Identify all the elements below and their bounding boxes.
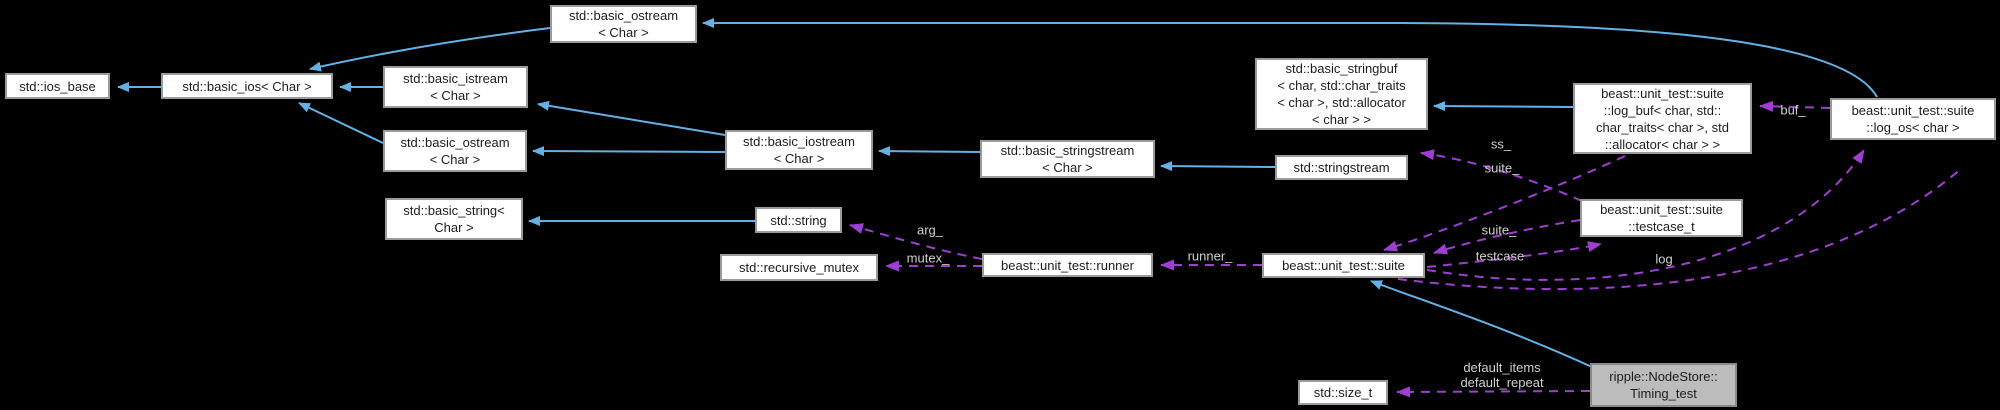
edge-usage-runner-to-string-arg bbox=[849, 223, 983, 260]
node-std-basic-ios[interactable]: std::basic_ios< Char > bbox=[161, 73, 333, 99]
edge-usage-suite-to-logos-log-lower bbox=[1397, 167, 1963, 291]
node-std-basic-ostream-mid[interactable]: std::basic_ostream < Char > bbox=[383, 130, 527, 172]
edge-inherit-bss-to-iostream bbox=[878, 146, 981, 157]
edge-label-log: log bbox=[1655, 251, 1673, 267]
edge-inherit-logos-to-ostreamtop bbox=[702, 18, 1878, 98]
node-suite-log-os[interactable]: beast::unit_test::suite ::log_os< char > bbox=[1830, 98, 1996, 140]
edge-usage-suite-to-logos-log bbox=[1426, 149, 1865, 281]
node-std-stringstream[interactable]: std::stringstream bbox=[1275, 155, 1408, 180]
edge-label-buf: buf_ bbox=[1780, 102, 1806, 118]
edge-label-default-items-repeat: default_items default_repeat bbox=[1460, 360, 1544, 390]
node-std-basic-ostream-top[interactable]: std::basic_ostream < Char > bbox=[550, 5, 697, 43]
node-std-string[interactable]: std::string bbox=[755, 207, 842, 233]
edge-usage-testcaset-to-stringstream-ss bbox=[1420, 149, 1583, 202]
node-std-basic-string[interactable]: std::basic_string< Char > bbox=[385, 198, 523, 240]
node-std-basic-stringbuf[interactable]: std::basic_stringbuf < char, std::char_t… bbox=[1255, 58, 1428, 130]
edge-usage-logos-to-logbuf-buf bbox=[1759, 100, 1831, 112]
edge-label-arg: arg_ bbox=[916, 222, 944, 238]
edge-label-suite-upper: suite_ bbox=[1484, 160, 1520, 176]
edge-usage-timingtest-to-sizet bbox=[1396, 386, 1591, 398]
edge-inherit-iostream-to-istream bbox=[537, 100, 726, 136]
edge-usage-logbuf-to-suite-upper bbox=[1383, 155, 1626, 252]
node-beast-unit-test-runner[interactable]: beast::unit_test::runner bbox=[982, 253, 1153, 277]
edge-inherit-iostream-to-ostreammid bbox=[532, 146, 726, 157]
node-std-basic-iostream[interactable]: std::basic_iostream < Char > bbox=[725, 130, 873, 170]
node-std-recursive-mutex[interactable]: std::recursive_mutex bbox=[720, 254, 878, 281]
edge-label-runner: runner_ bbox=[1187, 248, 1233, 264]
edge-label-ss: ss_ bbox=[1490, 136, 1512, 152]
edge-label-testcase: testcase bbox=[1475, 248, 1525, 264]
node-suite-log-buf[interactable]: beast::unit_test::suite ::log_buf< char,… bbox=[1573, 83, 1752, 154]
node-ripple-nodestore-timing-test: ripple::NodeStore:: Timing_test bbox=[1590, 363, 1737, 407]
edge-label-mutex: mutex_ bbox=[906, 250, 950, 266]
edge-usage-testcaset-to-suite-lower bbox=[1433, 219, 1581, 255]
node-std-ios-base[interactable]: std::ios_base bbox=[5, 73, 110, 99]
node-std-basic-istream[interactable]: std::basic_istream < Char > bbox=[383, 66, 528, 108]
edge-inherit-sstream-to-bss bbox=[1160, 161, 1276, 172]
edge-inherit-timingtest-to-suite bbox=[1370, 280, 1593, 368]
edge-inherit-ostreammid-to-basicios bbox=[298, 102, 384, 144]
edge-usage-suite-to-testcaset bbox=[1426, 241, 1602, 268]
edge-inherit-ostreamtop-to-basicios bbox=[309, 27, 551, 72]
node-beast-unit-test-suite[interactable]: beast::unit_test::suite bbox=[1262, 253, 1425, 278]
edge-label-suite-lower: suite_ bbox=[1481, 222, 1517, 238]
node-std-basic-stringstream[interactable]: std::basic_stringstream < Char > bbox=[980, 140, 1155, 178]
edge-inherit-logbuf-to-stringbuf bbox=[1433, 101, 1574, 112]
node-std-size-t[interactable]: std::size_t bbox=[1298, 380, 1388, 405]
node-suite-testcase-t[interactable]: beast::unit_test::suite ::testcase_t bbox=[1580, 199, 1743, 237]
